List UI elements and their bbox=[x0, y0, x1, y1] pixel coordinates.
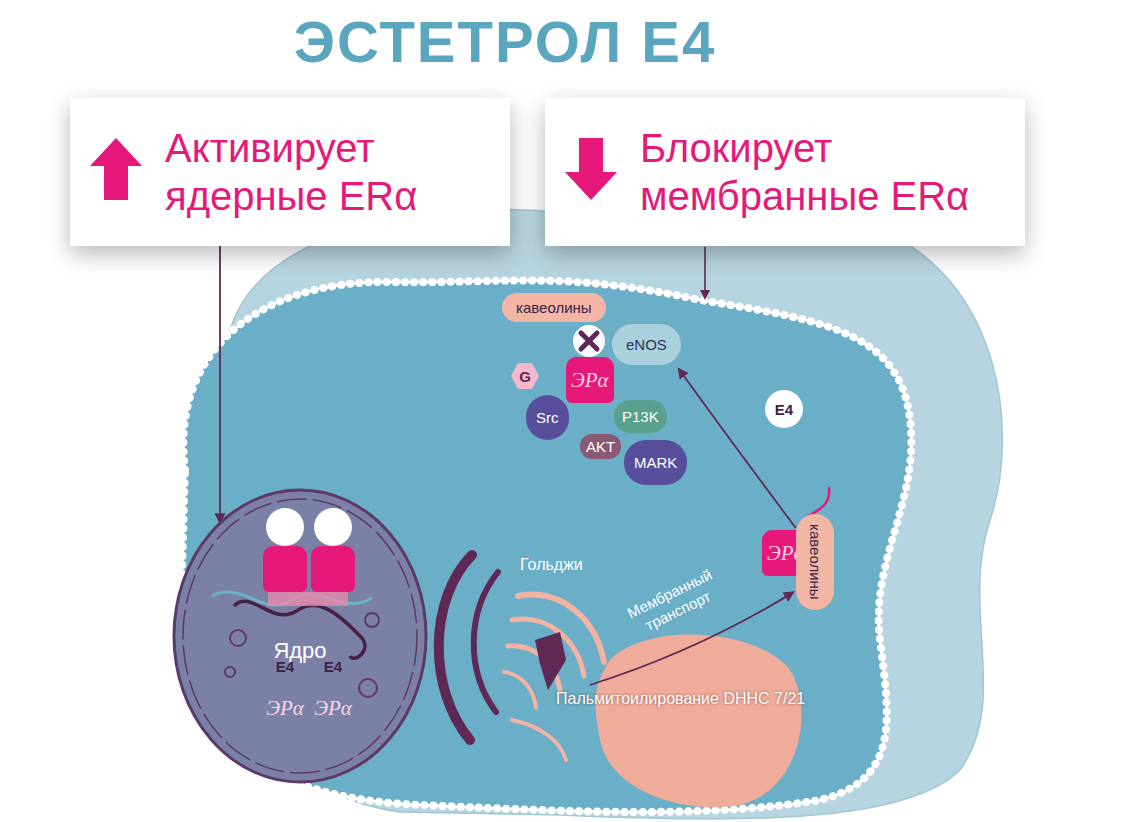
g-protein-hexagon: G bbox=[510, 362, 540, 390]
caveolin-blob: кавеолины bbox=[502, 293, 606, 322]
node-text: P13K bbox=[622, 408, 659, 425]
leader-line bbox=[704, 247, 706, 298]
node-text: ЭРα bbox=[311, 696, 355, 721]
node-text: MARK bbox=[634, 454, 677, 471]
receptor-box: ЭРα bbox=[566, 357, 614, 403]
node-text: Пальмитоилирование DHHC 7/21 bbox=[556, 688, 805, 710]
connector-arrow bbox=[219, 246, 221, 522]
node-text: AKT bbox=[586, 438, 615, 455]
kinase-blob: AKT bbox=[580, 434, 621, 459]
process-label: Пальмитоилирование DHHC 7/21 bbox=[556, 688, 805, 710]
arrow-icon bbox=[88, 134, 144, 204]
node-text: Блокирует мембранные ERα bbox=[640, 124, 1005, 220]
receptor-box: ЭРα bbox=[311, 546, 355, 592]
node-text: Ядро bbox=[172, 638, 428, 664]
block-mark bbox=[573, 325, 605, 357]
node-text: Src bbox=[536, 409, 559, 426]
kinase-blob: Src bbox=[526, 395, 569, 440]
kinase-blob: P13K bbox=[614, 400, 667, 433]
caveolin-blob: кавеолины bbox=[796, 514, 834, 610]
golgi bbox=[439, 555, 604, 760]
node-text: eNOS bbox=[626, 336, 667, 353]
node-text: E4 bbox=[266, 658, 304, 675]
callout-box: Активирует ядерные ERα bbox=[70, 98, 510, 246]
node-text: E4 bbox=[314, 658, 352, 675]
golgi-vesicle bbox=[535, 632, 566, 690]
palmitoylation-blob bbox=[596, 635, 802, 808]
callout-box: Блокирует мембранные ERα bbox=[545, 98, 1025, 246]
nucleus: ЯдроE4E4ЭРαЭРα bbox=[172, 488, 428, 784]
arrow-icon bbox=[563, 134, 619, 204]
node-text: ЭРα bbox=[571, 368, 609, 393]
node-text: E4 bbox=[775, 401, 793, 418]
node-text: G bbox=[519, 368, 531, 385]
diagram-title: ЭСТЕТРОЛ E4 bbox=[200, 8, 810, 75]
receptor-box: ЭРα bbox=[263, 546, 307, 592]
ligand-circle: E4 bbox=[314, 508, 352, 546]
node-text: кавеолины bbox=[807, 524, 824, 600]
node-text: кавеолины bbox=[516, 299, 592, 316]
ligand-circle: E4 bbox=[266, 508, 304, 546]
ligand-circle: E4 bbox=[765, 390, 803, 428]
node-text: Активирует ядерные ERα bbox=[165, 124, 490, 220]
organelle-label: Гольджи bbox=[520, 556, 583, 574]
kinase-blob: MARK bbox=[624, 440, 687, 485]
enos-blob: eNOS bbox=[612, 324, 681, 365]
node-text: ЭРα bbox=[263, 696, 307, 721]
block-cross bbox=[581, 333, 597, 349]
